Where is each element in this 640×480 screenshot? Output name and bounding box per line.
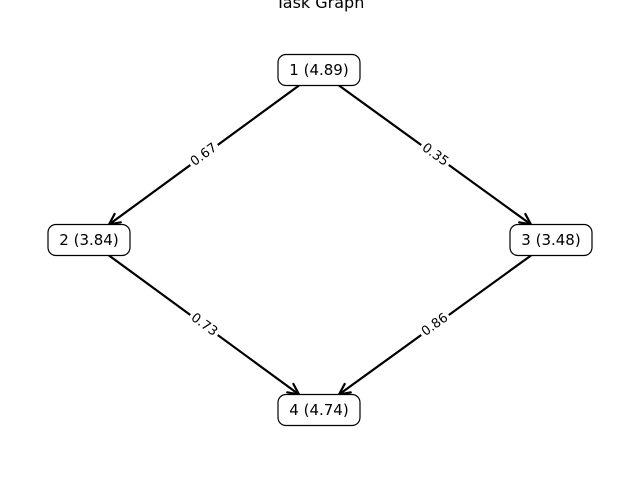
node-label: 2 (3.84) [59, 231, 118, 249]
edge-2-4: 0.73 [108, 254, 301, 396]
node-4: 4 (4.74) [277, 393, 361, 427]
edge-label-background [184, 137, 224, 173]
nodes-layer: 1 (4.89) 2 (3.84) 3 (3.48) 4 (4.74) [47, 53, 593, 427]
graph-title: Task Graph [275, 0, 365, 12]
edge-label: 0.73 [184, 307, 224, 343]
edge-1-3: 0.35 [338, 84, 533, 226]
edge-label: 0.35 [415, 137, 455, 173]
edges-layer: 0.67 0.35 0.73 0.86 [107, 84, 533, 396]
node-box [277, 53, 361, 87]
edge-3-4: 0.86 [337, 254, 532, 396]
node-box [277, 393, 361, 427]
edge-label-background [184, 307, 224, 343]
node-3: 3 (3.48) [509, 223, 593, 257]
node-1: 1 (4.89) [277, 53, 361, 87]
node-label: 1 (4.89) [289, 61, 348, 79]
node-label: 3 (3.48) [521, 231, 580, 249]
node-label: 4 (4.74) [289, 401, 348, 419]
edge-label-background [415, 137, 455, 173]
node-box [47, 223, 131, 257]
edge-label: 0.67 [184, 137, 224, 173]
edge-label-background [415, 307, 455, 343]
edge-1-2: 0.67 [107, 84, 300, 226]
edge-label: 0.86 [415, 307, 455, 343]
node-2: 2 (3.84) [47, 223, 131, 257]
node-box [509, 223, 593, 257]
